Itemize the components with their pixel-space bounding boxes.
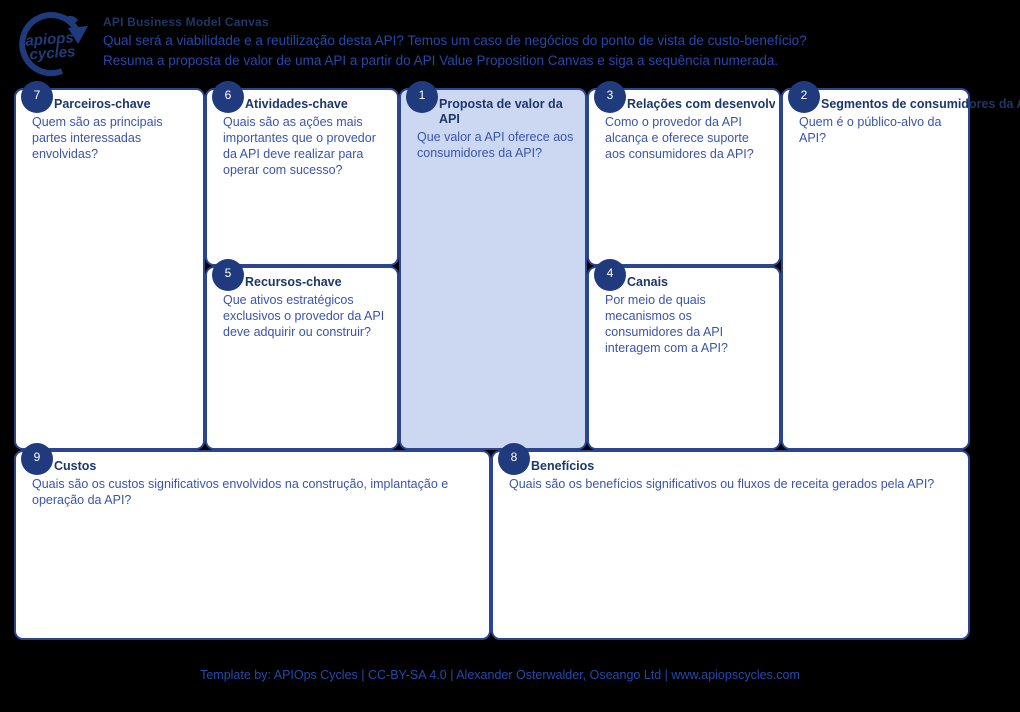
box-key-partners-title: Parceiros-chave	[54, 97, 151, 111]
footer-attribution: Template by: APIOps Cycles | CC-BY-SA 4.…	[200, 668, 800, 682]
box-costs-question: Quais são os custos significativos envol…	[32, 477, 449, 507]
header-question-line1: Qual será a viabilidade e a reutilização…	[103, 33, 807, 48]
box-channels-question: Por meio de quais mecanismos os consumid…	[605, 293, 728, 355]
box-costs: 9 Custos Quais são os custos significati…	[14, 443, 491, 640]
box-consumer-segments-question: Quem é o público-alvo da API?	[799, 115, 942, 145]
badge-2: 2	[788, 81, 820, 113]
box-developer-relations-question: Como o provedor da API alcança e oferece…	[605, 115, 754, 161]
box-consumer-segments: 2 Segmentos de consumidores da API Quem …	[781, 81, 1020, 450]
box-key-partners: 7 Parceiros-chave Quem são as principais…	[14, 81, 205, 450]
badge-4: 4	[594, 259, 626, 291]
logo-text-line1: apiops	[25, 29, 74, 49]
box-key-resources-question: Que ativos estratégicos exclusivos o pro…	[223, 293, 385, 339]
box-benefits: 8 Benefícios Quais são os benefícios sig…	[491, 443, 970, 640]
logo-text-line2: cycles	[29, 43, 76, 63]
box-key-activities-question: Quais são as ações mais importantes que …	[223, 115, 376, 177]
box-key-activities-title: Atividades-chave	[245, 97, 348, 111]
box-benefits-title: Benefícios	[531, 459, 595, 473]
box-key-resources: 5 Recursos-chave Que ativos estratégicos…	[205, 259, 399, 450]
badge-5: 5	[212, 259, 244, 291]
box-value-proposition-question: Que valor a API oferece aos consumidores…	[417, 130, 574, 160]
header: API Business Model Canvas Qual será a vi…	[103, 15, 807, 73]
box-costs-title: Custos	[54, 459, 97, 473]
badge-3: 3	[594, 81, 626, 113]
page-title: API Business Model Canvas	[103, 15, 269, 29]
cycle-arrow-icon	[19, 12, 88, 76]
box-value-proposition-title: Proposta de valor da API	[439, 97, 563, 126]
box-value-proposition: 1 Proposta de valor da API Que valor a A…	[399, 81, 587, 450]
box-developer-relations-title: Relações com desenvolvedores	[627, 97, 775, 111]
box-key-partners-question: Quem são as principais partes interessad…	[32, 115, 163, 161]
box-consumer-segments-title: Segmentos de consumidores da API	[821, 97, 1020, 111]
badge-8: 8	[498, 443, 530, 475]
badge-6: 6	[212, 81, 244, 113]
box-key-activities: 6 Atividades-chave Quais são as ações ma…	[205, 81, 399, 266]
box-channels-title: Canais	[627, 275, 668, 289]
badge-1: 1	[406, 81, 438, 113]
box-benefits-question: Quais são os benefícios significativos o…	[509, 477, 935, 491]
badge-7: 7	[21, 81, 53, 113]
box-channels: 4 Canais Por meio de quais mecanismos os…	[587, 259, 781, 450]
badge-9: 9	[21, 443, 53, 475]
header-question-line2: Resuma a proposta de valor de uma API a …	[103, 53, 779, 68]
apiops-cycles-logo: apiops cycles	[19, 12, 88, 76]
box-developer-relations: 3 Relações com desenvolvedores Como o pr…	[587, 81, 781, 266]
box-key-resources-title: Recursos-chave	[245, 275, 342, 289]
